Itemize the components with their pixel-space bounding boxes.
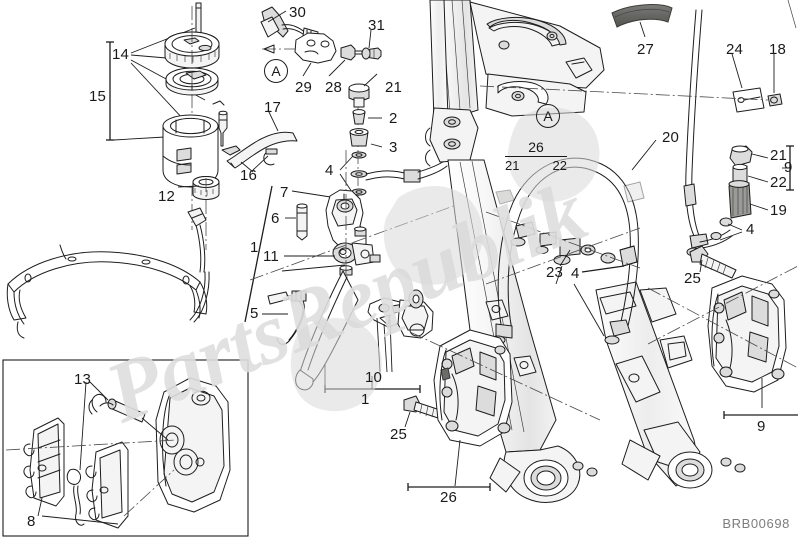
callout-11: 11 bbox=[263, 248, 279, 265]
callout-27: 27 bbox=[637, 41, 655, 58]
callout-25-left: 25 bbox=[390, 426, 408, 443]
fraction-den-left: 21 bbox=[505, 157, 520, 173]
callout-4-right: 4 bbox=[746, 221, 755, 238]
callout-4-upper: 4 bbox=[325, 162, 334, 179]
callout-15: 15 bbox=[89, 88, 107, 105]
marker-a-lower: A bbox=[536, 104, 560, 128]
callout-3: 3 bbox=[389, 139, 398, 156]
brembo-caliper-right-9 bbox=[647, 265, 798, 419]
callout-17: 17 bbox=[264, 99, 282, 116]
callout-1-lower: 1 bbox=[361, 391, 370, 408]
callout-12: 12 bbox=[158, 188, 176, 205]
callout-21-right: 21 bbox=[770, 147, 788, 164]
callout-23: 23 bbox=[546, 264, 564, 281]
fraction-numerator: 26 bbox=[528, 139, 544, 155]
callout-14: 14 bbox=[112, 46, 130, 63]
callout-19: 19 bbox=[770, 202, 788, 219]
callout-22-right: 22 bbox=[770, 174, 788, 191]
marker-a-upper: A bbox=[264, 59, 288, 83]
brake-pads-inset bbox=[2, 359, 249, 537]
callout-31: 31 bbox=[368, 17, 386, 34]
callout-7: 7 bbox=[280, 184, 289, 201]
bracket-24-nut-18 bbox=[479, 53, 783, 113]
lower-banjo-fittings bbox=[485, 211, 641, 285]
front-fork-assembly bbox=[425, 0, 746, 503]
fraction-label-26-21-22: 26 21 22 bbox=[505, 140, 567, 173]
fraction-bar bbox=[505, 155, 567, 157]
callout-25-right: 25 bbox=[684, 270, 702, 287]
hose-piece-27 bbox=[611, 4, 673, 38]
reservoir-hose-17 bbox=[226, 109, 298, 173]
callout-21-upper: 21 bbox=[385, 79, 403, 96]
callout-9-upper: 9 bbox=[784, 159, 793, 176]
callout-10: 10 bbox=[365, 369, 383, 386]
callout-29: 29 bbox=[295, 79, 313, 96]
callout-18: 18 bbox=[769, 41, 787, 58]
callout-16: 16 bbox=[240, 167, 258, 184]
fraction-den-right: 22 bbox=[552, 157, 567, 173]
callout-6: 6 bbox=[271, 210, 280, 227]
callout-4-lower: 4 bbox=[571, 265, 580, 282]
callout-1-upper: 1 bbox=[250, 239, 259, 256]
marker-a-upper-label: A bbox=[271, 63, 281, 79]
callout-20: 20 bbox=[662, 129, 680, 146]
reservoir-stem bbox=[218, 110, 228, 147]
caliper-mount-bolts-25 bbox=[403, 245, 737, 428]
callout-28: 28 bbox=[325, 79, 343, 96]
callout-2: 2 bbox=[389, 110, 398, 127]
reservoir-body bbox=[162, 114, 219, 188]
front-fender bbox=[6, 207, 210, 339]
reservoir-assembly-group bbox=[106, 2, 241, 250]
callout-13: 13 bbox=[74, 371, 92, 388]
callout-24: 24 bbox=[726, 41, 744, 58]
right-hose-and-fittings bbox=[683, 9, 794, 257]
banjo-fittings-column bbox=[339, 73, 448, 210]
diagram-code: BRB00698 bbox=[722, 516, 790, 531]
marker-a-lower-label: A bbox=[543, 108, 553, 124]
brembo-caliper-left-26 bbox=[407, 329, 601, 491]
callout-26-lower: 26 bbox=[440, 489, 458, 506]
callout-8: 8 bbox=[27, 513, 36, 530]
switch-assembly-group bbox=[260, 6, 382, 77]
callout-9-lower: 9 bbox=[757, 418, 766, 435]
callout-5: 5 bbox=[250, 305, 259, 322]
callout-30: 30 bbox=[289, 4, 307, 21]
